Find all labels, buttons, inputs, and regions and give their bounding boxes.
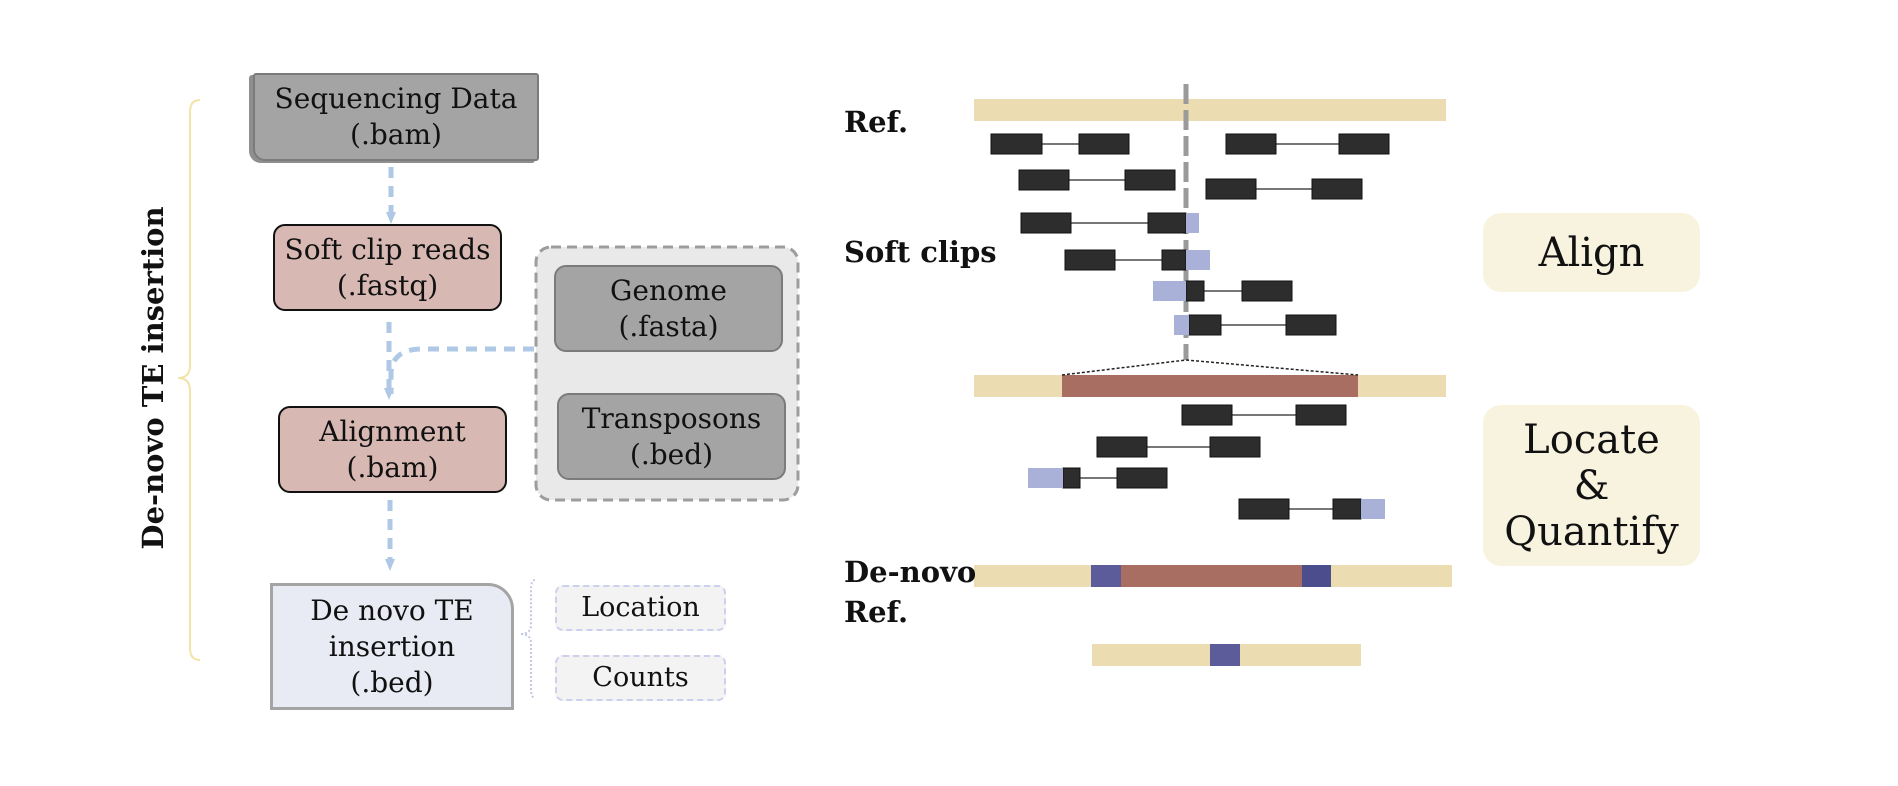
final-junction bbox=[1210, 644, 1240, 666]
align-step: Align bbox=[1483, 213, 1700, 292]
zoom-lines bbox=[1061, 359, 1359, 376]
location-output: Location bbox=[555, 585, 726, 631]
genome-ext: (.fasta) bbox=[618, 309, 719, 343]
result-line-1: De novo TE bbox=[310, 593, 474, 627]
read-segment bbox=[1078, 133, 1130, 155]
read-segment bbox=[1205, 178, 1257, 200]
group-label: De-novo TE insertion bbox=[136, 206, 170, 550]
read-segment bbox=[1241, 280, 1293, 302]
read-segment bbox=[1161, 249, 1187, 271]
soft-clip-segment bbox=[1153, 281, 1186, 301]
read-segment bbox=[1225, 133, 1277, 155]
read-segment bbox=[1188, 314, 1222, 336]
transposons-box: Transposons (.bed) bbox=[557, 393, 786, 480]
sequencing-data-box: Sequencing Data (.bam) bbox=[253, 73, 539, 161]
denovo-label: De-novo bbox=[844, 555, 977, 589]
read-segment bbox=[1285, 314, 1337, 336]
read-segment bbox=[1338, 133, 1390, 155]
denovo-te-segment bbox=[1120, 565, 1302, 587]
output-brace bbox=[519, 579, 536, 699]
genome-title: Genome bbox=[610, 273, 727, 307]
read-segment bbox=[1062, 467, 1081, 489]
soft-clip-segment bbox=[1361, 499, 1385, 519]
read-segment bbox=[1116, 467, 1168, 489]
counts-output: Counts bbox=[555, 655, 726, 701]
transposons-ext: (.bed) bbox=[629, 437, 714, 471]
read-segment bbox=[990, 133, 1043, 155]
read-segment bbox=[1096, 436, 1148, 458]
read-segment bbox=[1295, 404, 1347, 426]
soft-clip-segment bbox=[1028, 468, 1063, 488]
softclips-label: Soft clips bbox=[844, 235, 997, 269]
soft-clip-segment bbox=[1186, 250, 1210, 270]
genome-box: Genome (.fasta) bbox=[554, 265, 783, 352]
locate-quantify-step: Locate & Quantify bbox=[1483, 405, 1700, 566]
read-segment bbox=[1209, 436, 1261, 458]
te-insert-segment bbox=[1062, 375, 1358, 397]
denovo-result-box: De novo TE insertion (.bed) bbox=[270, 583, 514, 710]
read-segment bbox=[1332, 498, 1362, 520]
transposons-title: Transposons bbox=[581, 401, 762, 435]
read-segment bbox=[1018, 169, 1070, 191]
result-line-3: (.bed) bbox=[350, 665, 434, 699]
read-segment bbox=[1311, 178, 1363, 200]
result-line-2: insertion bbox=[328, 629, 456, 663]
softclip-reads-box: Soft clip reads (.fastq) bbox=[273, 224, 502, 311]
alignment-box: Alignment (.bam) bbox=[278, 406, 507, 493]
soft-clip-segment bbox=[1186, 213, 1199, 233]
alignment-title: Alignment bbox=[319, 414, 466, 448]
denovo-junction-left bbox=[1091, 565, 1121, 587]
sequencing-data-ext: (.bam) bbox=[350, 118, 442, 151]
read-segment bbox=[1020, 212, 1072, 234]
softclip-reads-ext: (.fastq) bbox=[336, 268, 439, 302]
read-segment bbox=[1124, 169, 1176, 191]
denovo-junction-right bbox=[1302, 565, 1331, 587]
read-segment bbox=[1238, 498, 1290, 520]
soft-clip-segment bbox=[1174, 315, 1189, 335]
read-segment bbox=[1064, 249, 1116, 271]
ref-label: Ref. bbox=[844, 105, 909, 139]
read-segment bbox=[1147, 212, 1187, 234]
alignment-ext: (.bam) bbox=[346, 450, 439, 484]
reference-track bbox=[974, 99, 1446, 121]
read-segment bbox=[1181, 404, 1233, 426]
read-segment bbox=[1185, 280, 1205, 302]
flow-arrows bbox=[384, 167, 534, 571]
softclip-reads-title: Soft clip reads bbox=[284, 232, 491, 266]
sequencing-data-title: Sequencing Data bbox=[274, 82, 518, 115]
group-bracket bbox=[177, 99, 201, 661]
denovo-ref-label: Ref. bbox=[844, 595, 909, 629]
